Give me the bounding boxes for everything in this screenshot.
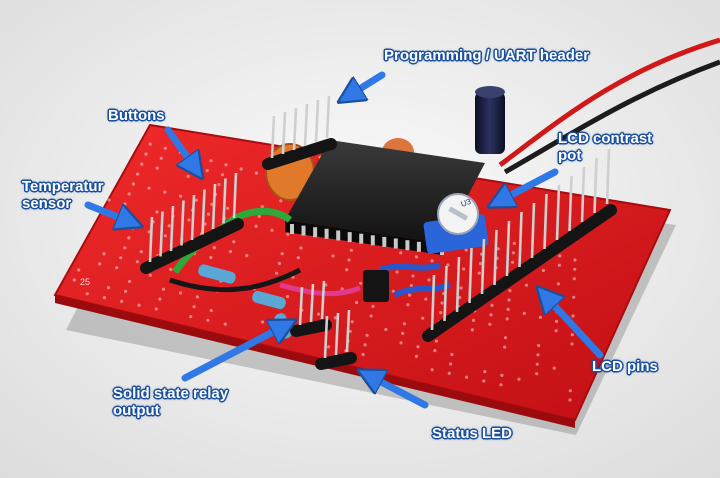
lcd-contrast-pot-label-line1: LCD contrast (558, 130, 652, 147)
transistor (363, 270, 389, 302)
temperature-sensor-label-line1: Temperatur (22, 178, 103, 195)
lcd-pins-label-text: LCD pins (592, 358, 658, 375)
corner-silkscreen: 25 (80, 277, 90, 287)
lcd-pins-label: LCD pins (592, 358, 658, 375)
buttons-label-text: Buttons (108, 107, 165, 124)
electrolytic-capacitor (475, 86, 505, 154)
relay-output-label: Solid state relay output (113, 385, 228, 419)
uart-header-label-text: Programming / UART header (384, 47, 589, 64)
relay-output-label-line2: output (113, 402, 228, 419)
status-led-label: Status LED (432, 425, 512, 442)
temperature-sensor-label-line2: sensor (22, 195, 103, 212)
lcd-contrast-pot-label: LCD contrast pot (558, 130, 652, 164)
uart-header-label: Programming / UART header (384, 47, 589, 64)
lcd-contrast-pot-label-line2: pot (558, 147, 652, 164)
status-led-label-text: Status LED (432, 425, 512, 442)
relay-output-label-line1: Solid state relay (113, 385, 228, 402)
buttons-label: Buttons (108, 107, 165, 124)
blue-wire-1 (380, 265, 440, 270)
temperature-sensor-label: Temperatur sensor (22, 178, 103, 212)
